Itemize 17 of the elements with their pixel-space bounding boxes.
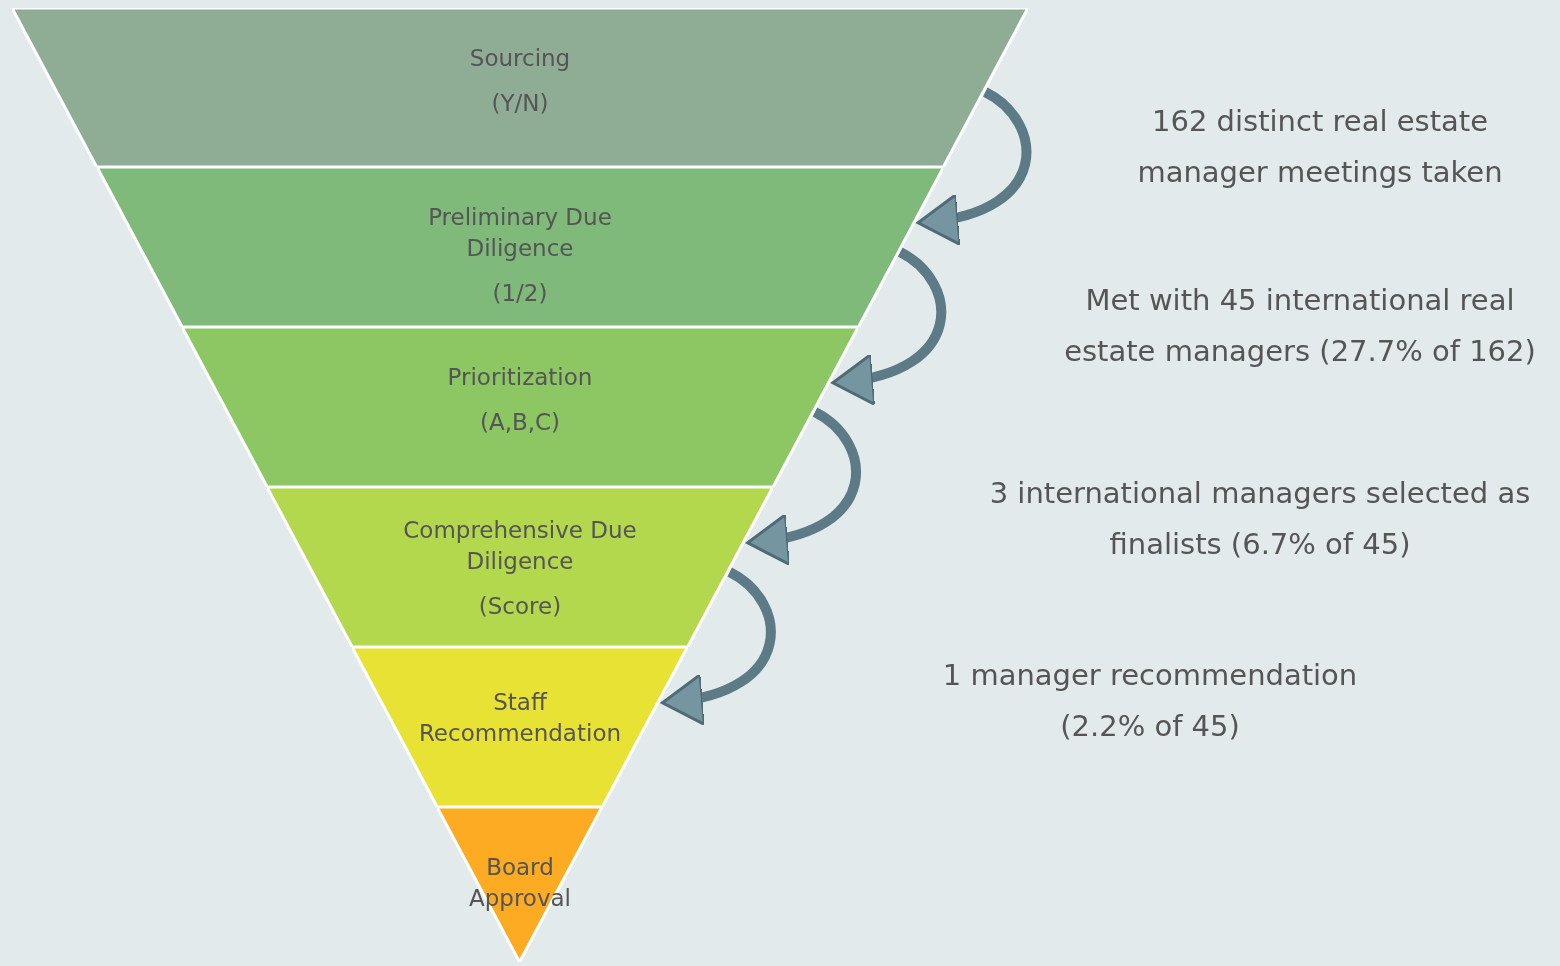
- curved-arrow: [746, 407, 861, 564]
- band-subtitle: (A,B,C): [479, 408, 561, 437]
- band-title: Comprehensive Due Diligence: [402, 516, 638, 576]
- band-title: Sourcing: [469, 44, 571, 73]
- stage-note: 3 international managers selected as finalists (6.7% of 45): [988, 475, 1532, 563]
- band-subtitle: (Y/N): [491, 89, 549, 118]
- band-subtitle: (Score): [478, 592, 562, 621]
- curved-arrow: [661, 567, 776, 724]
- stage-note: Met with 45 international real estate managers (27.7% of 162): [1063, 282, 1537, 370]
- band-subtitle: (1/2): [492, 279, 548, 308]
- band-title: Prioritization: [447, 363, 593, 392]
- curved-arrow: [916, 87, 1032, 244]
- stage-note: 162 distinct real estate manager meetings taken: [1136, 103, 1504, 191]
- band-title: Preliminary Due Diligence: [427, 203, 613, 263]
- stage-note: 1 manager recommendation (2.2% of 45): [941, 657, 1359, 745]
- band-title: Staff Recommendation: [417, 688, 623, 748]
- curved-arrow: [831, 247, 947, 404]
